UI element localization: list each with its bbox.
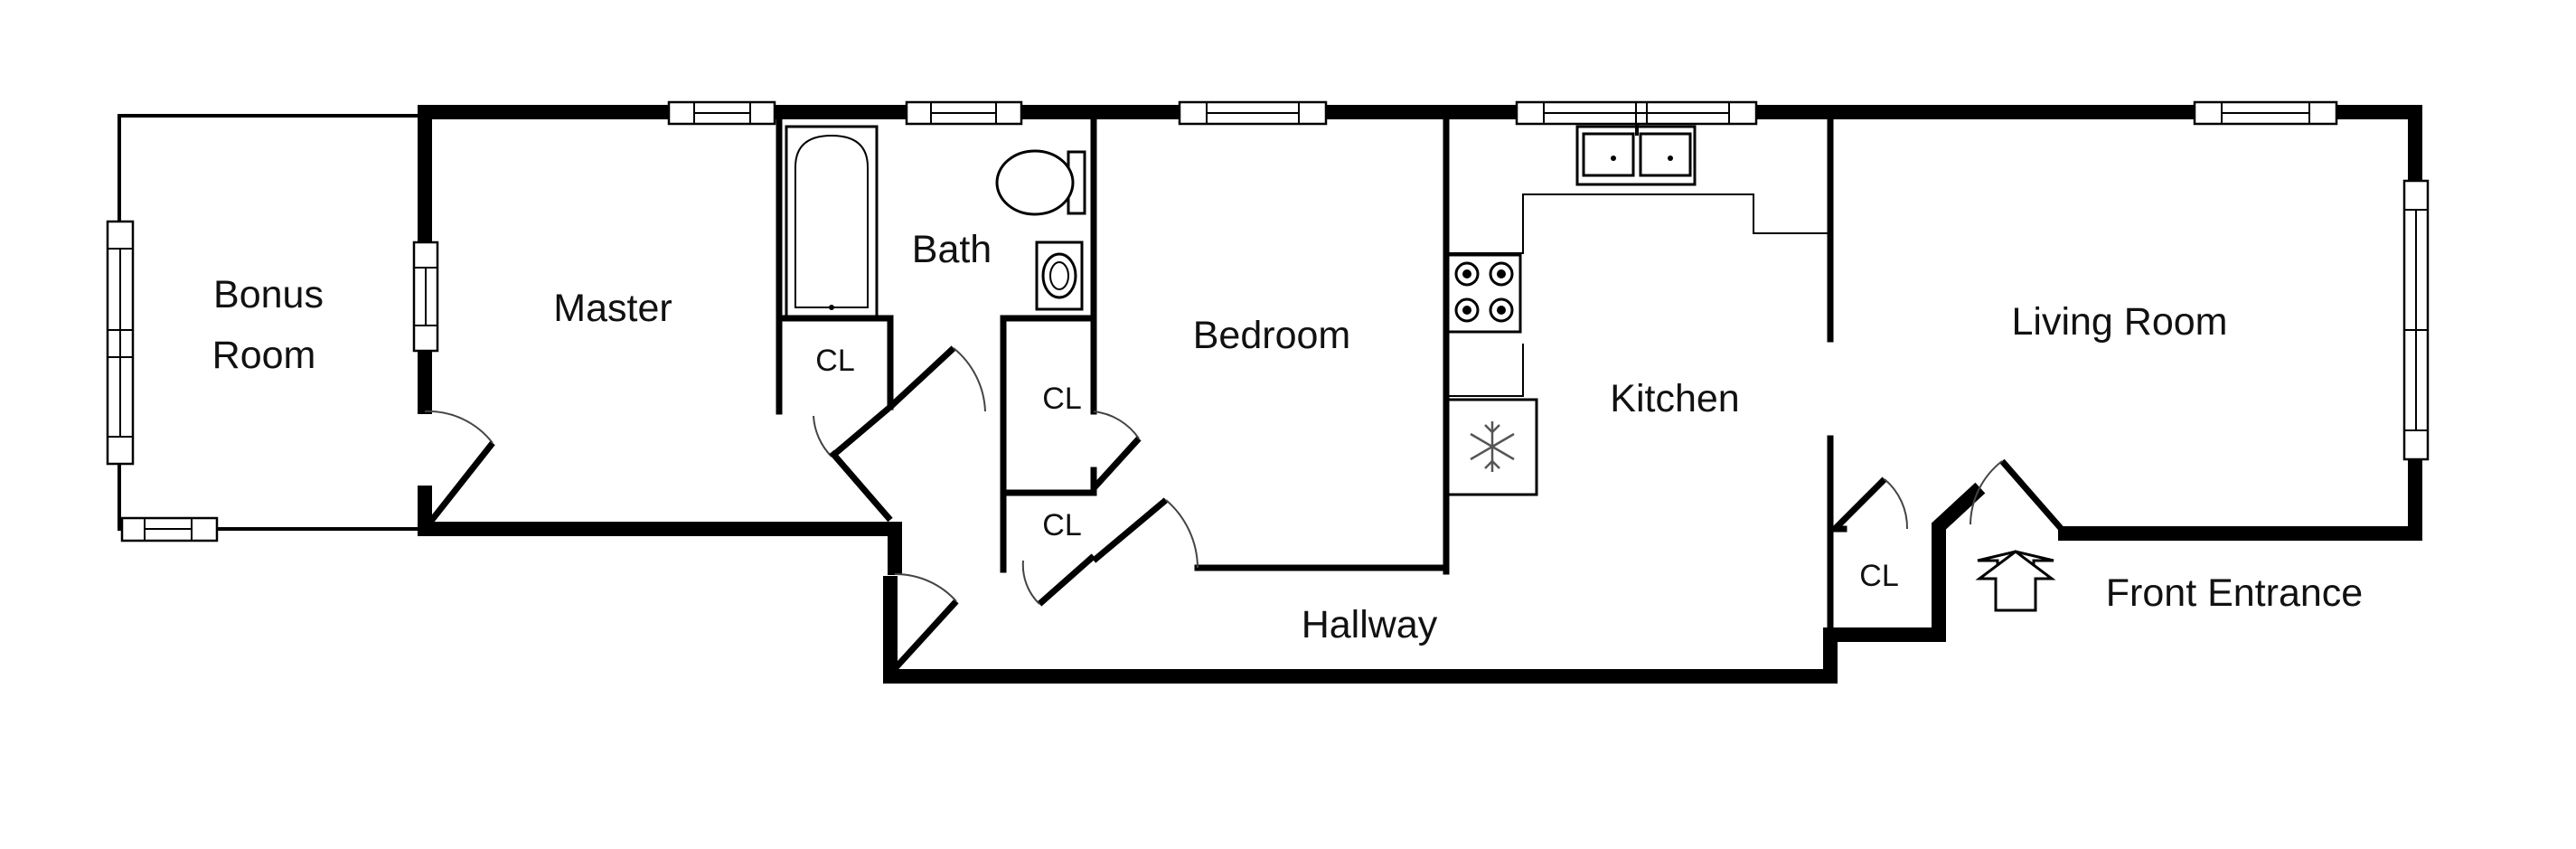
window-icon [2193, 100, 2338, 126]
window-icon [1515, 100, 1758, 126]
door-icon [422, 410, 495, 532]
living-room-label: Living Room [2012, 300, 2228, 344]
door-icon [829, 449, 893, 523]
window-icon [1178, 100, 1328, 126]
doors [422, 345, 2068, 676]
hallway-label: Hallway [1302, 603, 1438, 646]
double-sink-icon [1575, 124, 1697, 186]
room-labels: Bonus Room Master Bath Bedroom Kitchen L… [212, 228, 2228, 646]
window-icon [120, 516, 219, 542]
window-icon [412, 241, 439, 353]
master-label: Master [553, 287, 672, 330]
refrigerator-icon [1446, 398, 1538, 496]
closet-label: CL [1859, 559, 1898, 593]
window-icon [2402, 179, 2430, 461]
interior-walls [776, 112, 1847, 638]
window-icon [905, 100, 1023, 126]
kitchen-label: Kitchen [1610, 377, 1739, 420]
bonus-room-label: Room [212, 334, 316, 377]
door-icon [888, 572, 959, 676]
door-icon [1021, 553, 1096, 607]
closet-label: CL [1042, 508, 1081, 542]
door-icon [888, 345, 986, 412]
closet-labels: CL CL CL CL [815, 344, 1898, 593]
entrance-arrow-icon [1975, 550, 2056, 612]
stove-icon [1446, 253, 1522, 334]
door-icon [1091, 497, 1199, 569]
bath-label: Bath [912, 228, 992, 271]
windows [106, 100, 2430, 542]
door-icon [1832, 476, 1909, 532]
closet-label: CL [1042, 382, 1081, 416]
fixtures [785, 124, 2056, 612]
door-icon [1970, 458, 2068, 536]
sink-icon [1035, 241, 1084, 311]
door-icon [813, 404, 893, 459]
bonus-room-walls [118, 114, 425, 531]
bedroom-label: Bedroom [1193, 314, 1350, 357]
front-entrance-label: Front Entrance [2106, 571, 2363, 615]
toilet-icon [995, 149, 1086, 216]
kitchen-counter [1446, 193, 1830, 397]
door-icon [1091, 410, 1142, 491]
window-icon [106, 220, 135, 466]
bonus-room-label: Bonus [213, 273, 324, 316]
bathtub-icon [785, 125, 879, 318]
window-icon [667, 100, 776, 126]
closet-label: CL [815, 344, 854, 378]
